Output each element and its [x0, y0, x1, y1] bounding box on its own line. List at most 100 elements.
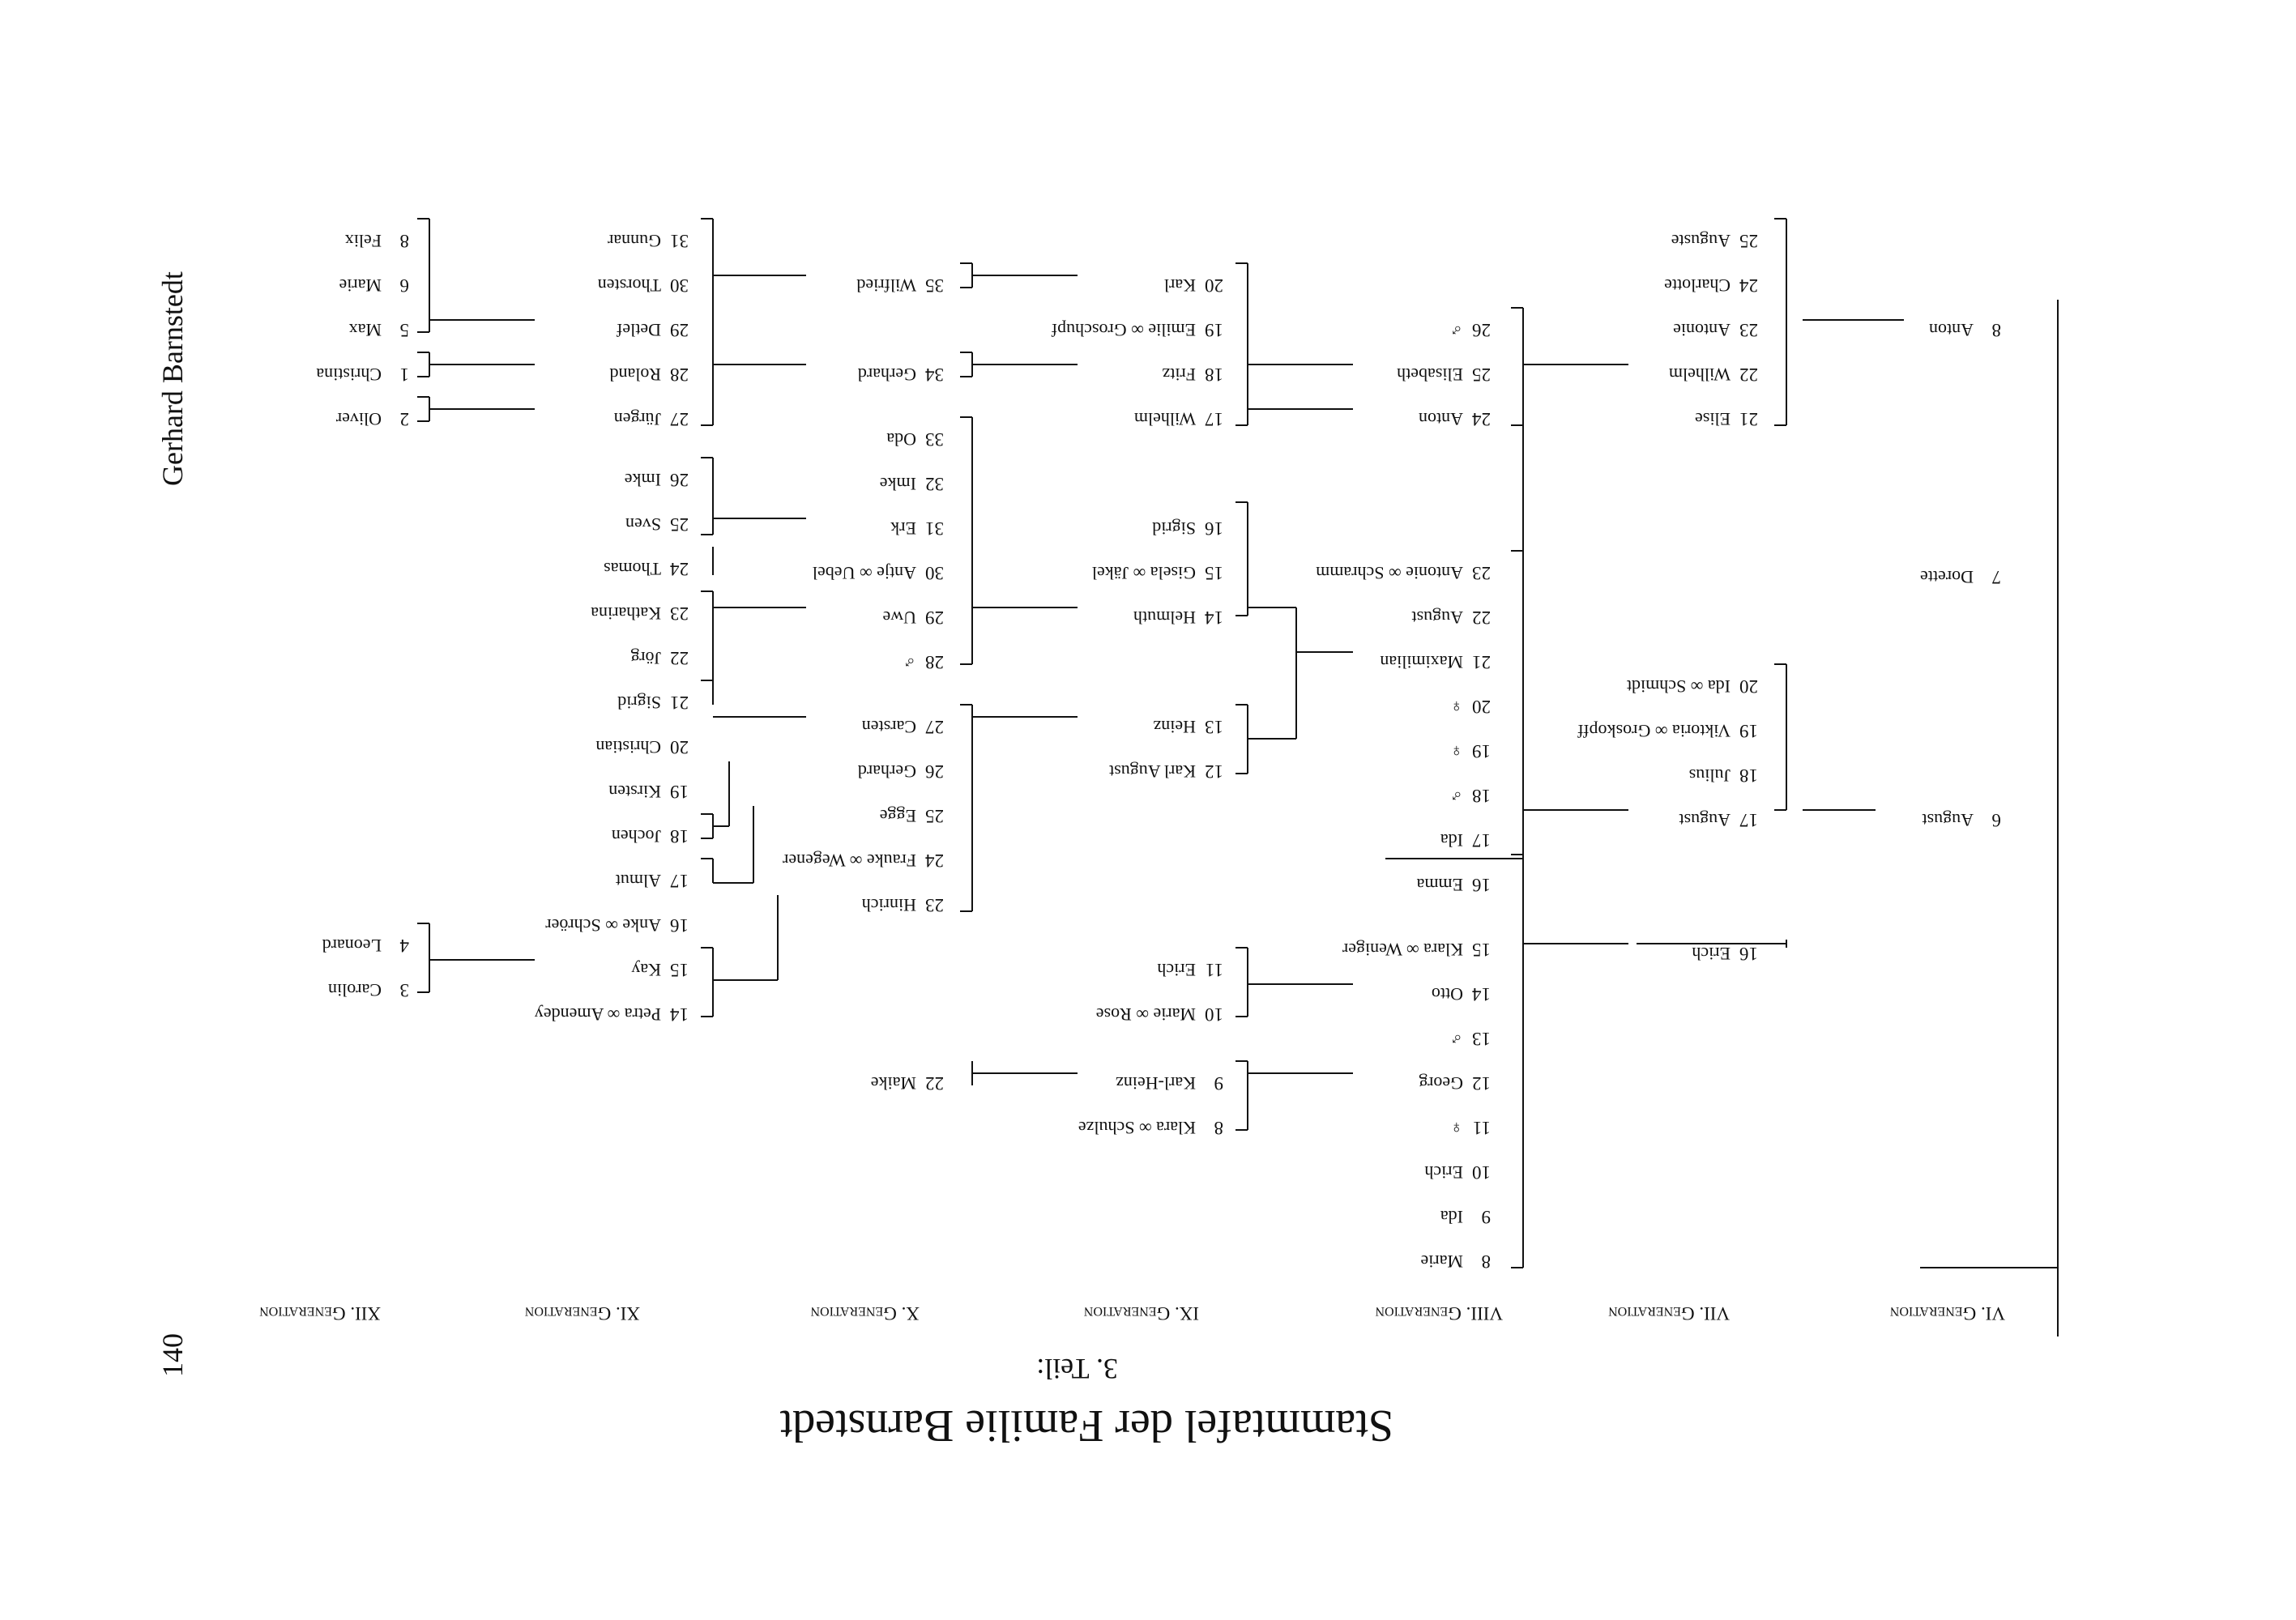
person-node: 23Hinrich [861, 895, 944, 915]
person-name: ♂ [1449, 320, 1464, 340]
person-node: 2Oliver [336, 409, 409, 429]
person-name: Jochen [611, 826, 661, 846]
person-number: 8 [399, 231, 410, 251]
person-node: 35 Wilfried [856, 275, 944, 296]
person-number: 22 [670, 648, 689, 668]
person-name: Auguste [1671, 231, 1731, 251]
person-node: 31Erk [890, 518, 944, 539]
person-number: 16 [670, 915, 689, 936]
person-name: Kay [631, 960, 661, 980]
person-node: 16Anke ∞ Schröer [545, 915, 689, 936]
person-number: 20 [1739, 676, 1758, 697]
person-number: 22 [925, 1073, 944, 1094]
person-name: Christian [595, 737, 661, 757]
person-name: Hinrich [861, 895, 916, 915]
person-node: 8Anton [1929, 320, 2002, 340]
person-name: Egge [879, 806, 916, 826]
person-node: 8Marie [1420, 1251, 1491, 1272]
person-number: 15 [670, 960, 689, 980]
person-number: 24 [1472, 409, 1491, 429]
person-number: 13 [1205, 717, 1223, 737]
person-name: Wilfried [856, 275, 916, 296]
person-number: 1 [399, 364, 410, 385]
person-number: 23 [670, 603, 689, 624]
person-node: 22 Jörg [630, 648, 689, 668]
person-number: 28 [670, 364, 689, 385]
person-node: 17Wilhelm [1134, 409, 1223, 429]
person-node: 5Max [349, 320, 409, 340]
person-number: 8 [1991, 320, 2002, 340]
person-number: 25 [1739, 231, 1758, 251]
person-name: Antonie ∞ Schramm [1316, 563, 1463, 583]
person-number: 26 [1472, 320, 1491, 340]
person-number: 15 [1472, 940, 1491, 960]
person-number: 3 [399, 980, 410, 1000]
person-name: Kirsten [608, 782, 661, 802]
person-name: Katharina [591, 603, 661, 624]
person-name: Georg [1419, 1073, 1463, 1094]
person-name: ♂ [1449, 1029, 1464, 1049]
person-name: Thorsten [597, 275, 661, 296]
person-node: 30Antje ∞ Uebel [813, 563, 944, 583]
person-name: Marie [339, 275, 382, 296]
person-node: 15 Klara ∞ Weniger [1342, 940, 1491, 960]
person-node: 12 Karl August [1109, 761, 1223, 782]
person-name: Maximilian [1380, 652, 1463, 672]
person-name: Felix [344, 231, 382, 251]
person-name: Dorette [1920, 567, 1974, 587]
person-number: 18 [1205, 364, 1223, 385]
person-number: 9 [1481, 1207, 1492, 1227]
person-node: 26Imke [625, 470, 689, 490]
person-name: Jörg [630, 648, 662, 668]
person-node: 23Antonie ∞ Schramm [1316, 563, 1491, 583]
person-number: 14 [1205, 608, 1223, 628]
person-number: 12 [1205, 761, 1223, 782]
person-name: Ida [1440, 1207, 1463, 1227]
person-number: 35 [925, 275, 944, 296]
person-name: Sven [625, 514, 661, 535]
person-number: 21 [670, 693, 689, 713]
person-name: Heinz [1153, 717, 1196, 737]
person-name: Gerhard [857, 364, 916, 385]
person-number: 19 [1739, 721, 1758, 741]
person-name: Viktoria ∞ Groskopff [1577, 721, 1731, 741]
person-number: 22 [1739, 364, 1758, 385]
person-number: 27 [925, 717, 944, 737]
person-number: 33 [925, 429, 944, 450]
person-name: Klara ∞ Schulze [1078, 1118, 1196, 1138]
person-node: 27Carsten [862, 717, 944, 737]
person-number: 23 [1739, 320, 1758, 340]
person-node: 21Elise [1695, 409, 1758, 429]
person-node: 26 ♂ [1449, 320, 1492, 340]
person-number: 16 [1205, 518, 1223, 539]
person-number: 19 [1472, 741, 1491, 761]
person-name: Christina [316, 364, 382, 385]
person-node: 6August [1922, 810, 2002, 830]
person-number: 30 [925, 563, 944, 583]
person-name: Marie [1420, 1251, 1463, 1272]
person-number: 20 [1472, 697, 1491, 717]
person-name: Jürgen [613, 409, 661, 429]
person-node: 16Emma [1417, 875, 1491, 895]
person-number: 18 [1472, 786, 1491, 806]
person-number: 6 [1991, 810, 2002, 830]
person-number: 15 [1205, 563, 1223, 583]
person-number: 14 [1472, 984, 1491, 1004]
person-number: 9 [1214, 1073, 1224, 1094]
person-node: 21Maximilian [1380, 652, 1491, 672]
person-name: Petra ∞ Amendey [534, 1004, 661, 1025]
person-name: Klara ∞ Weniger [1342, 940, 1463, 960]
person-name: Erich [1424, 1162, 1463, 1183]
person-name: Gerhard [857, 761, 916, 782]
page-title: Stammtafel der Familie Barnstedt [779, 1400, 1393, 1451]
person-node: 22Maike [871, 1073, 944, 1094]
person-name: ♂ [1449, 786, 1464, 806]
person-number: 19 [1205, 320, 1223, 340]
person-node: 17Almut [616, 871, 689, 891]
person-number: 11 [1472, 1118, 1491, 1138]
person-name: Karl August [1109, 761, 1196, 782]
page-subtitle: 3. Teil: [1036, 1353, 1118, 1385]
person-node: 25Elisabeth [1397, 364, 1491, 385]
